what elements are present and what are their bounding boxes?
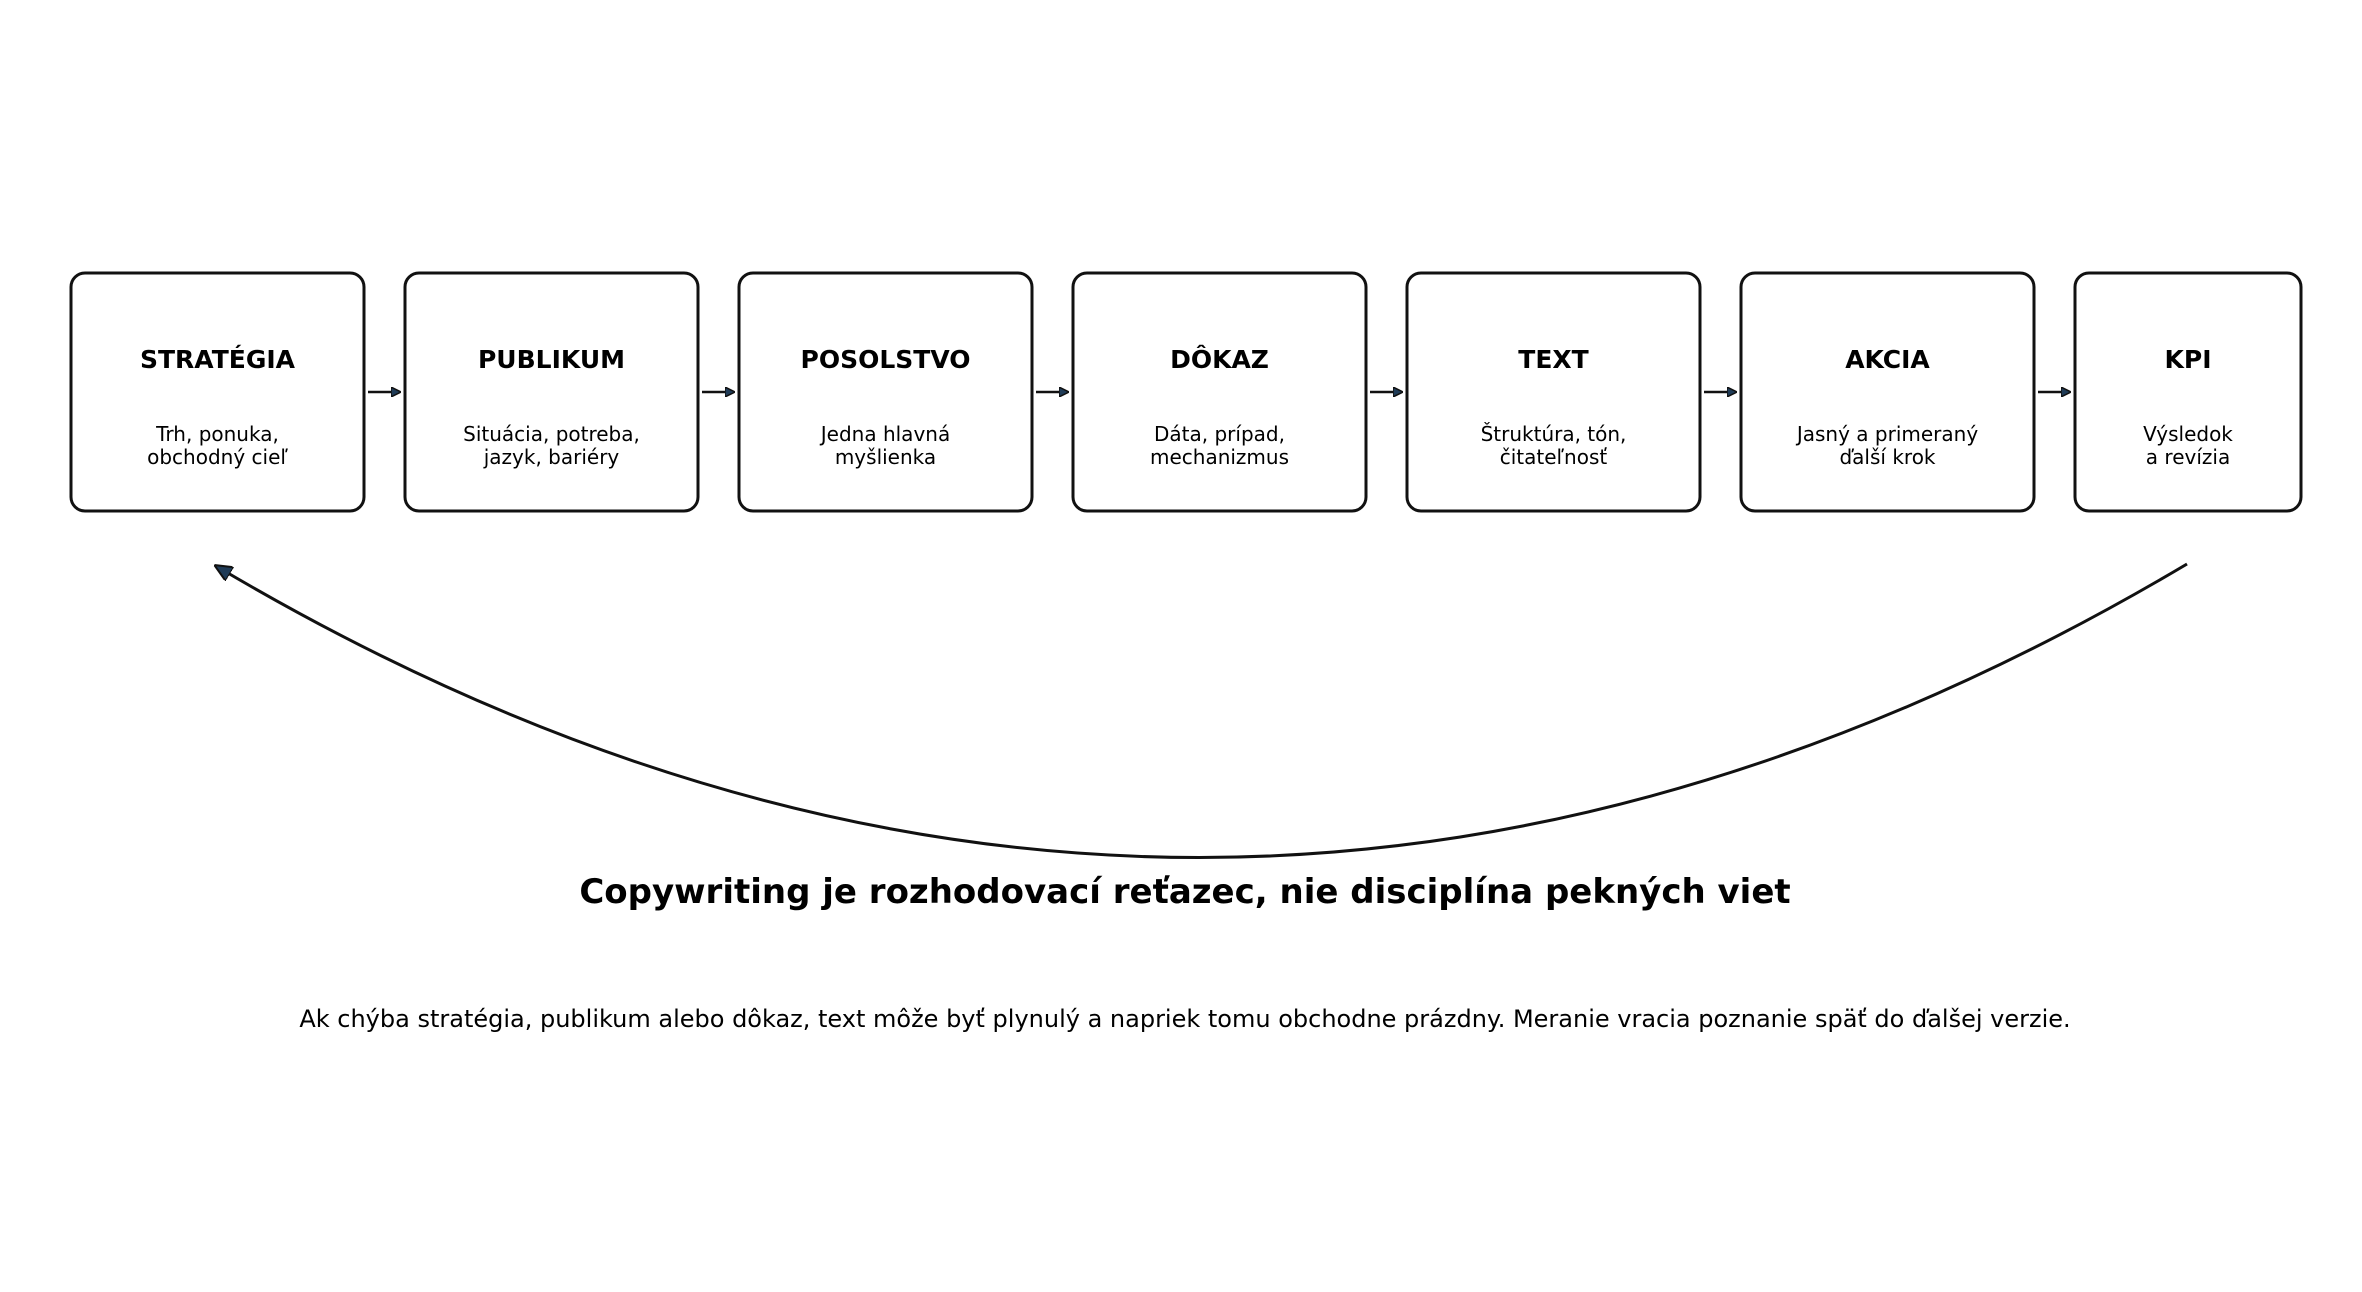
stage-box bbox=[1739, 271, 2036, 513]
stage-description-line: myšlienka bbox=[835, 445, 936, 469]
stage-title: STRATÉGIA bbox=[140, 345, 296, 374]
stage-box bbox=[737, 271, 1034, 513]
stage-description-line: Dáta, prípad, bbox=[1154, 422, 1285, 446]
stage-box bbox=[1405, 271, 1702, 513]
stage-title: KPI bbox=[2165, 345, 2212, 374]
stage-description-line: mechanizmus bbox=[1150, 445, 1289, 469]
stage-description-line: Situácia, potreba, bbox=[463, 422, 640, 446]
stage-description-line: Jasný a primeraný bbox=[1795, 422, 1978, 446]
stage-description-line: jazyk, bariéry bbox=[483, 445, 620, 469]
stage-description-line: Jedna hlavná bbox=[819, 422, 950, 446]
stage-description-line: čitateľnosť bbox=[1500, 445, 1608, 469]
stage-description-line: Výsledok bbox=[2143, 422, 2233, 446]
stage-description-line: obchodný cieľ bbox=[147, 445, 288, 469]
stage-text: TEXT Štruktúra, tón,čitateľnosť bbox=[1405, 271, 1702, 513]
stage-publikum: PUBLIKUM Situácia, potreba,jazyk, bariéry bbox=[403, 271, 700, 513]
stage-description-line: ďalší krok bbox=[1839, 445, 1935, 469]
stage-box bbox=[69, 271, 366, 513]
stages-layer: STRATÉGIA Trh, ponuka,obchodný cieľ PUBLIK… bbox=[69, 271, 2303, 513]
stage-description-line: a revízia bbox=[2146, 445, 2230, 469]
stage-title: TEXT bbox=[1518, 345, 1588, 374]
subline: Ak chýba stratégia, publikum alebo dôkaz… bbox=[299, 1005, 2070, 1033]
headline: Copywriting je rozhodovací reťazec, nie … bbox=[579, 872, 1790, 912]
stage-title: PUBLIKUM bbox=[478, 345, 625, 374]
stage-title: AKCIA bbox=[1845, 345, 1930, 374]
stage-description-line: Štruktúra, tón, bbox=[1481, 422, 1627, 446]
stage-dokaz: DÔKAZ Dáta, prípad,mechanizmus bbox=[1071, 271, 1368, 513]
stage-box bbox=[1071, 271, 1368, 513]
stage-box bbox=[2073, 271, 2303, 513]
stage-title: POSOLSTVO bbox=[801, 345, 971, 374]
stage-box bbox=[403, 271, 700, 513]
stage-title: DÔKAZ bbox=[1170, 344, 1269, 374]
stage-strategia: STRATÉGIA Trh, ponuka,obchodný cieľ bbox=[69, 271, 366, 513]
stage-description-line: Trh, ponuka, bbox=[155, 422, 279, 446]
feedback-loop-arrow bbox=[216, 562, 2188, 859]
